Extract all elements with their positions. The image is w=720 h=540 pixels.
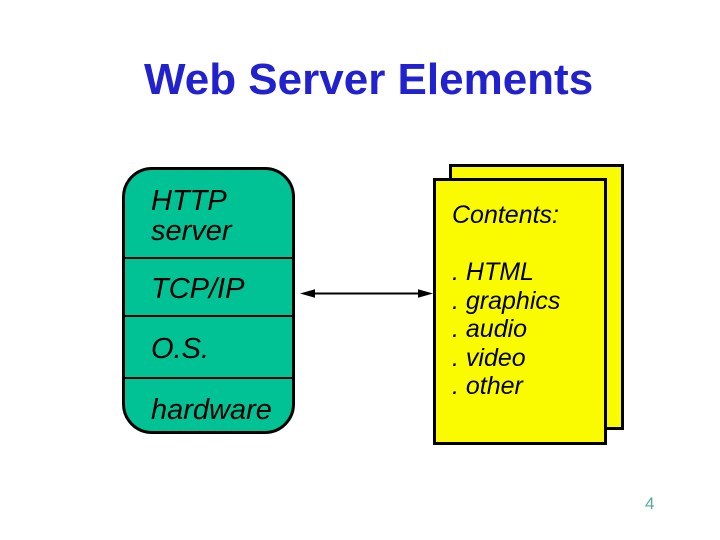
contents-item-graphics: . graphics [452,286,561,315]
page-number: 4 [645,494,655,513]
contents-panel: Contents: . HTML . graphics . audio . vi… [433,178,607,445]
contents-item-html: . HTML [452,258,534,286]
slide-title: Web Server Elements [144,55,594,104]
contents-spacer [452,230,594,259]
contents-item-video: . video [452,343,526,372]
stack-layer-http-server: HTTP server [151,185,232,247]
contents-heading: Contents: [452,201,560,229]
contents-item-audio: . audio [452,315,528,343]
double-arrow-icon [300,289,433,298]
server-stack-box: HTTP server TCP/IP O.S. hardware [122,167,295,434]
stack-layer-tcp-ip: TCP/IP [125,257,292,315]
stack-layer-hardware: hardware [125,377,292,431]
stack-layer-os: O.S. [125,315,292,377]
contents-item-other: . other [452,372,523,400]
